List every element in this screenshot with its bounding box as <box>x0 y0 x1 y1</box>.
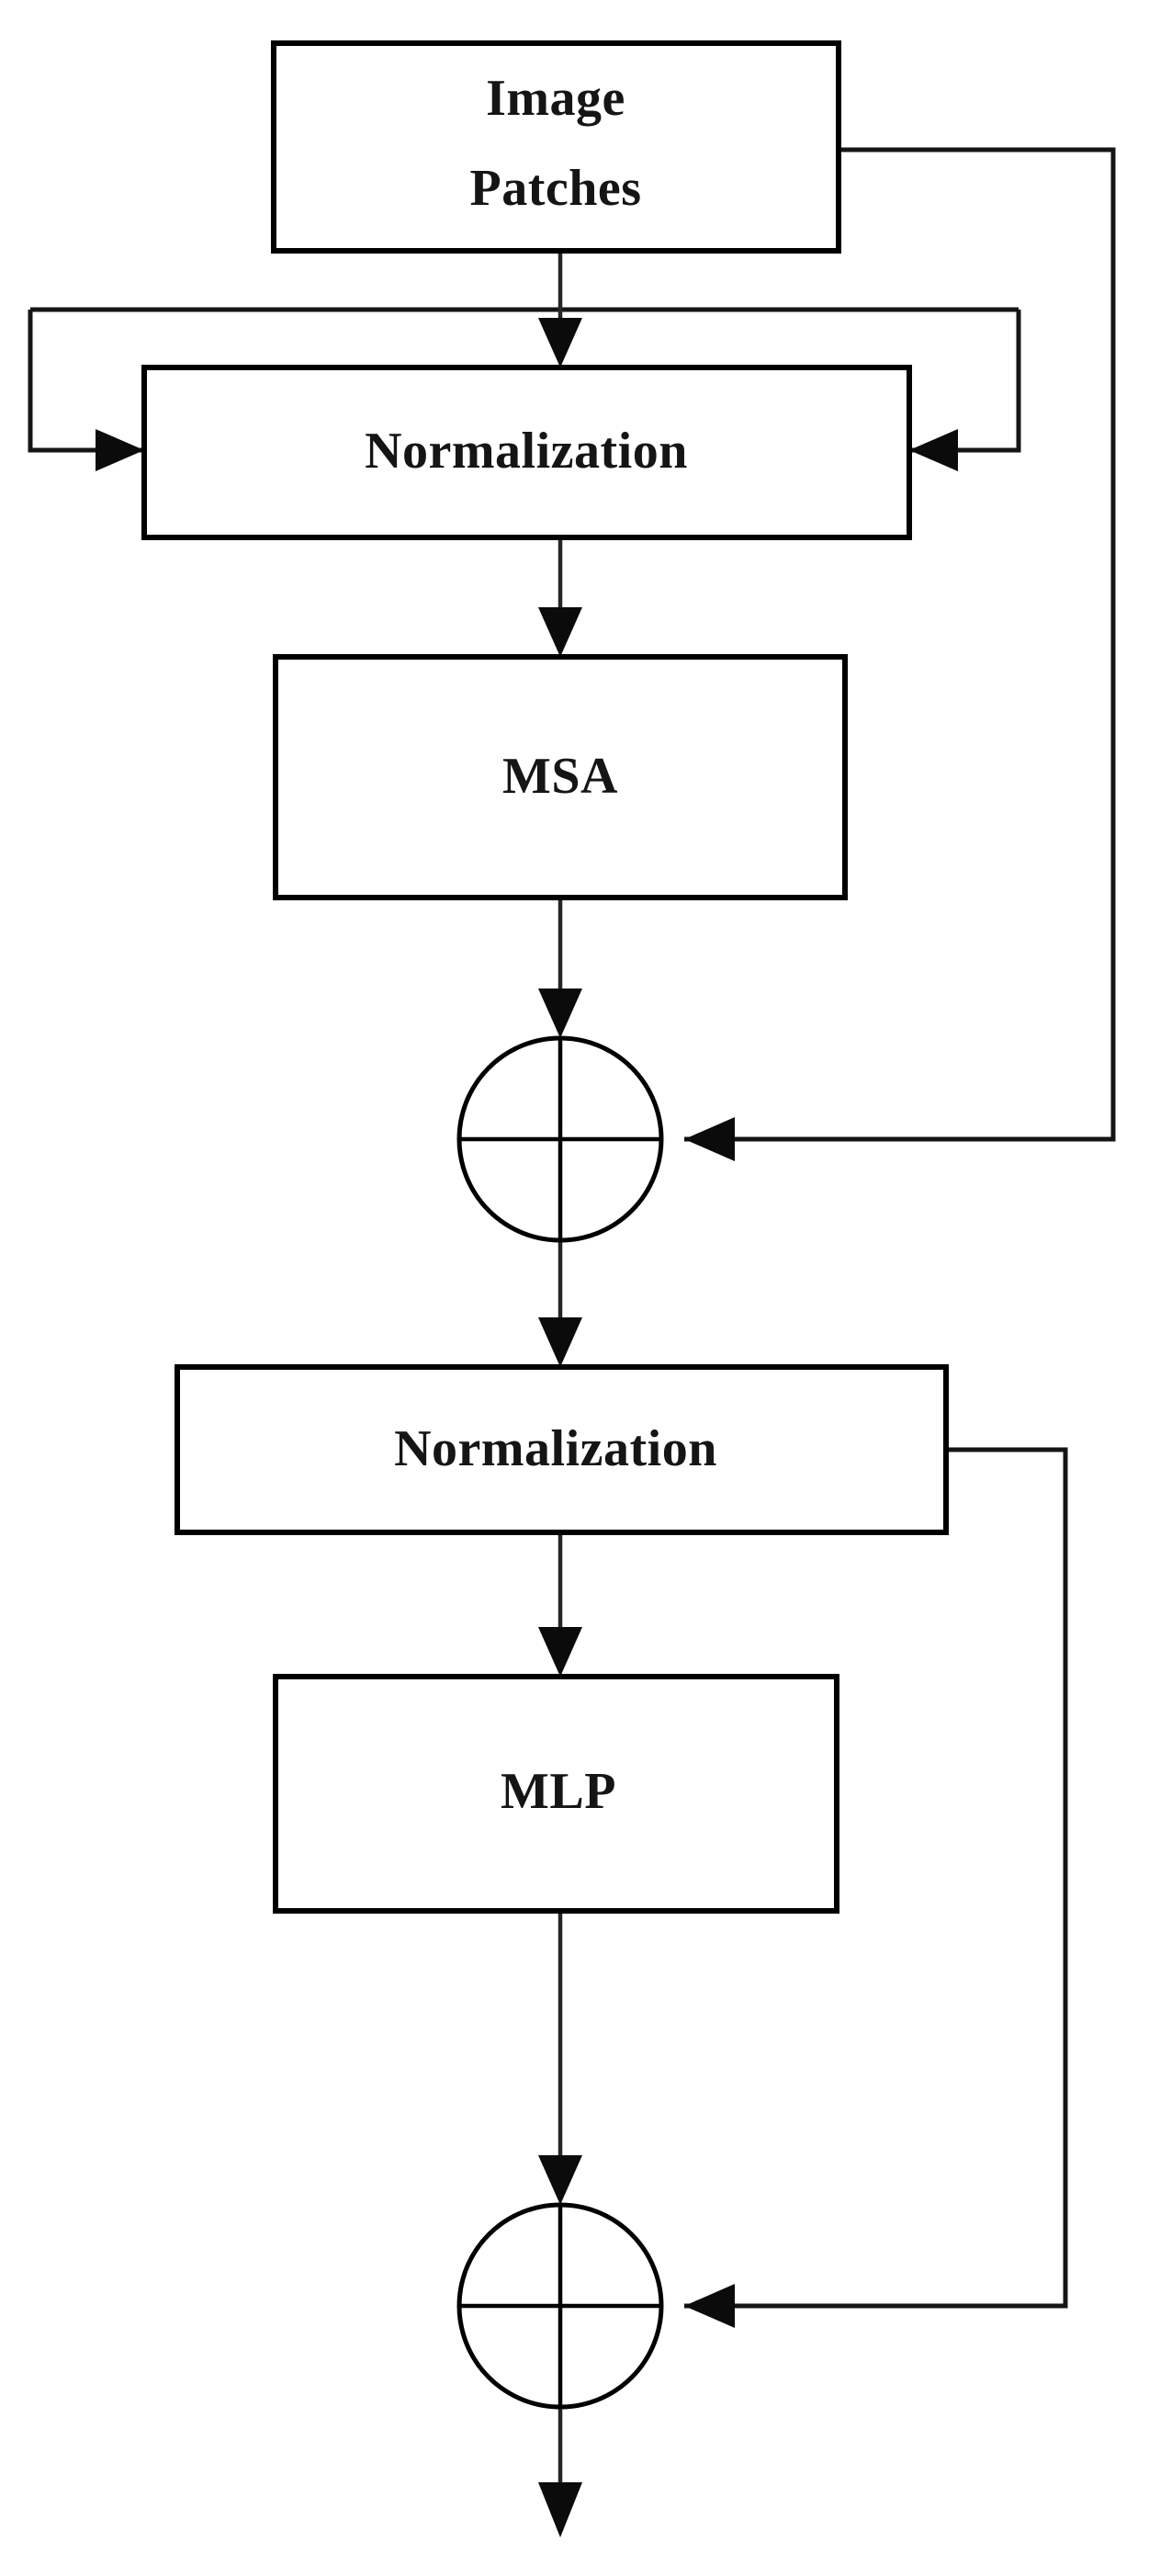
edge-normalization2-to-mlp <box>538 1532 582 1677</box>
edge-skip-image-patches-to-add1 <box>684 147 1116 1161</box>
edge-add1-to-normalization2 <box>538 1240 582 1367</box>
image-patches-label-line1: Image <box>486 70 625 127</box>
edge-add2-to-output <box>538 2407 582 2537</box>
arrow-head-normalization2-top <box>538 1317 582 1367</box>
arrow-head-output <box>538 2482 582 2537</box>
mlp-label: MLP <box>501 1763 616 1820</box>
msa-label: MSA <box>502 748 618 805</box>
edge-msa-to-add1 <box>538 898 582 1038</box>
mlp-box[interactable] <box>273 1674 839 1914</box>
node-add-junction-1[interactable] <box>456 1035 664 1243</box>
edge-loop-left-into-normalization1 <box>28 310 144 471</box>
node-add-junction-2[interactable] <box>456 2202 664 2410</box>
node-mlp[interactable]: MLP <box>273 1674 839 1914</box>
arrow-head-into-add2-left <box>684 2284 735 2328</box>
normalization-1-label: Normalization <box>365 423 688 480</box>
arrow-head-mlp-top <box>538 1627 582 1677</box>
edge-image-patches-to-normalization1 <box>538 251 582 367</box>
arrow-head-add1-top <box>538 989 582 1038</box>
arrow-head-into-add1-left <box>684 1117 735 1161</box>
arrow-head-add2-top <box>538 2155 582 2205</box>
edge-mlp-to-add2 <box>538 1911 582 2205</box>
edge-skip-normalization2-to-add2 <box>684 1447 1068 2328</box>
node-normalization-1[interactable]: Normalization <box>141 365 912 540</box>
arrow-head-normalization1-top <box>538 318 582 367</box>
image-patches-box[interactable] <box>271 40 841 254</box>
normalization-2-label: Normalization <box>394 1420 717 1477</box>
image-patches-label-line2: Patches <box>469 160 641 217</box>
arrow-head-normalization1-right <box>909 429 958 471</box>
arrow-head-msa-top <box>538 607 582 657</box>
normalization-1-box[interactable] <box>141 365 912 540</box>
msa-box[interactable] <box>273 654 848 900</box>
node-msa[interactable]: MSA <box>273 654 848 900</box>
normalization-2-box[interactable] <box>175 1364 949 1535</box>
node-normalization-2[interactable]: Normalization <box>175 1364 949 1535</box>
edge-loop-right-into-normalization1 <box>909 310 1021 471</box>
edge-normalization1-to-msa <box>538 537 582 657</box>
arrow-head-normalization1-left <box>96 429 144 471</box>
node-image-patches[interactable]: Image Patches <box>271 40 841 254</box>
